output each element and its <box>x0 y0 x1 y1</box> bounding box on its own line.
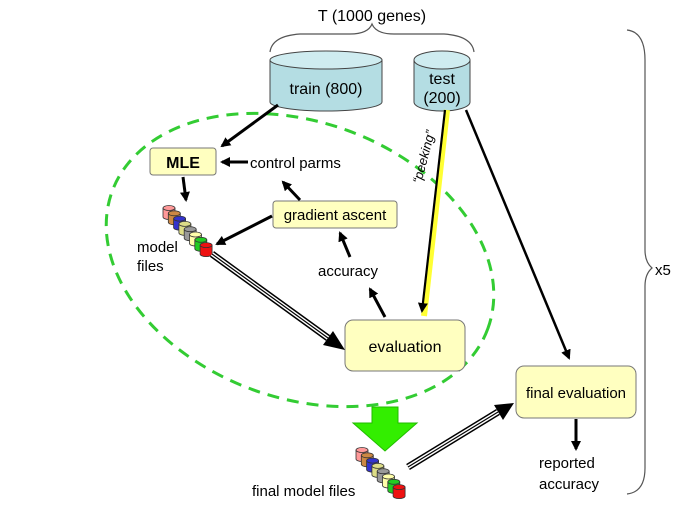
dataset-brace <box>269 22 475 53</box>
file-cylinder-top <box>371 462 385 469</box>
arrow-final-files-to-final-evaluation <box>406 403 514 470</box>
arrow-evaluation-to-accuracy <box>368 287 387 318</box>
dataset-title: T (1000 genes) <box>318 8 426 25</box>
file-cylinder <box>392 487 406 499</box>
final-evaluation-label: final evaluation <box>526 385 626 402</box>
file-cylinder-top <box>366 457 380 464</box>
peeking-label: “peeking” <box>409 128 438 185</box>
gradient-ascent-box: gradient ascent <box>272 200 398 229</box>
accuracy-label: accuracy <box>318 263 379 280</box>
gradient-ascent-label: gradient ascent <box>284 207 387 224</box>
file-cylinder-top <box>162 205 176 211</box>
arrow-mle-to-model-files <box>180 176 190 202</box>
model-files-icon <box>162 205 213 257</box>
file-cylinder-top <box>183 226 197 233</box>
arrow-test-to-final-evaluation <box>464 109 571 360</box>
file-cylinder-top <box>392 484 406 491</box>
reported-accuracy-line2: accuracy <box>539 476 600 493</box>
model-files-label-line2: files <box>137 258 164 275</box>
file-cylinder-top <box>178 220 192 227</box>
test-label-line2: (200) <box>423 90 460 107</box>
arrow-train-to-mle <box>220 103 279 148</box>
arrow-peeking-test-to-evaluation <box>417 109 450 317</box>
file-cylinder-top <box>199 242 213 249</box>
mle-label: MLE <box>166 155 200 172</box>
control-parms-label: control parms <box>250 155 341 172</box>
arrow-accuracy-to-gradient <box>338 231 352 258</box>
repeat-brace <box>626 29 653 495</box>
reported-accuracy-line1: reported <box>539 455 595 472</box>
arrow-gradient-to-control-parms <box>281 180 302 202</box>
train-label: train (800) <box>290 81 363 98</box>
file-cylinder-top <box>387 478 401 485</box>
train-cylinder: train (800) <box>269 50 383 112</box>
file-cylinder-top <box>355 447 369 453</box>
arrow-gradient-to-model-files <box>215 214 273 246</box>
file-cylinder-top <box>167 210 181 217</box>
file-cylinder-top <box>376 468 390 475</box>
final-model-files-icon <box>355 447 406 499</box>
file-cylinder-top <box>189 231 202 238</box>
test-cylinder: test (200) <box>413 50 471 112</box>
evaluation-label: evaluation <box>369 339 442 356</box>
file-cylinder-top <box>173 215 187 222</box>
big-green-down-arrow <box>351 406 419 452</box>
mle-box: MLE <box>149 147 217 176</box>
model-files-label-line1: model <box>137 239 178 256</box>
test-label-line1: test <box>429 71 455 88</box>
final-evaluation-box: final evaluation <box>515 365 637 419</box>
optimization-loop <box>104 111 496 409</box>
evaluation-box: evaluation <box>344 319 466 372</box>
file-cylinder-top <box>194 236 208 243</box>
file-cylinder-top <box>360 452 374 459</box>
file-cylinder-top <box>382 473 395 480</box>
repeat-label: x5 <box>655 262 671 279</box>
final-model-files-label: final model files <box>252 483 355 500</box>
arrow-model-files-to-evaluation <box>209 251 345 350</box>
